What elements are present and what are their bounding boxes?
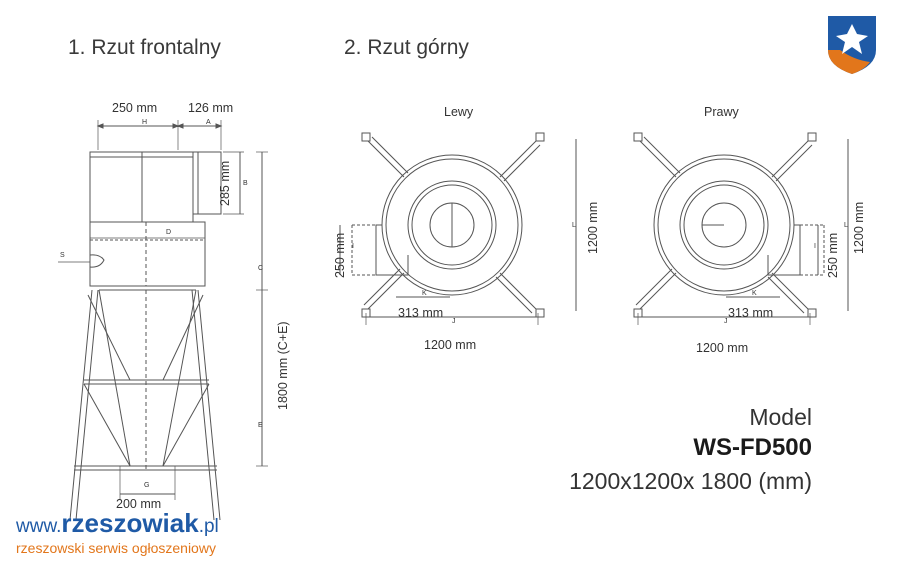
view-right-label: Prawy <box>704 105 739 119</box>
right-dim-l-letter: L <box>844 222 848 229</box>
shield-cross-logo-icon <box>828 16 876 74</box>
right-dim-j-value: 1200 mm <box>696 341 749 355</box>
left-dim-k-letter: K <box>422 290 427 297</box>
dim-d-letter: D <box>166 229 172 236</box>
top-view-heading: 2. Rzut górny <box>344 36 469 59</box>
watermark-url[interactable]: www.rzeszowiak.pl <box>16 508 219 539</box>
top-view-right-drawing <box>633 132 849 325</box>
top-view-left-drawing <box>339 132 577 325</box>
dim-a-value: 126 mm <box>188 101 234 115</box>
right-dim-i-value: 250 mm <box>826 232 840 278</box>
right-dim-j-letter: J <box>724 318 728 325</box>
front-view-heading: 1. Rzut frontalny <box>68 36 221 59</box>
right-dim-k-value: 313 mm <box>728 306 774 320</box>
left-dim-l-letter: L <box>572 222 576 229</box>
left-dim-j-value: 1200 mm <box>424 338 477 352</box>
watermark-name: rzeszowiak <box>61 508 199 538</box>
left-dim-i-letter: I <box>352 243 354 250</box>
model-name: WS-FD500 <box>693 434 812 461</box>
dim-a-letter: A <box>206 119 211 126</box>
left-dim-i-value: 250 mm <box>333 232 347 278</box>
dim-g-value: 200 mm <box>116 497 162 511</box>
dim-b-value: 285 mm <box>218 160 232 206</box>
left-dim-l-value: 1200 mm <box>586 201 600 254</box>
left-dim-j-letter: J <box>452 318 456 325</box>
watermark-suffix: .pl <box>198 516 219 537</box>
dim-g-letter: G <box>144 482 150 489</box>
dim-h-value: 250 mm <box>112 101 158 115</box>
right-dim-l-value: 1200 mm <box>852 201 866 254</box>
model-label: Model <box>749 404 812 430</box>
front-view-drawing <box>58 120 268 521</box>
model-dimensions: 1200x1200x 1800 (mm) <box>569 468 812 494</box>
dim-c-e-value: 1800 mm (C+E) <box>276 321 290 410</box>
dim-h-letter: H <box>142 119 148 126</box>
watermark-prefix: www. <box>16 516 62 537</box>
right-dim-i-letter: I <box>814 243 816 250</box>
dim-c-letter: C <box>258 265 264 272</box>
dim-s-letter: S <box>60 252 65 259</box>
right-dim-k-letter: K <box>752 290 757 297</box>
dim-b-letter: B <box>243 180 248 187</box>
left-dim-k-value: 313 mm <box>398 306 444 320</box>
view-left-label: Lewy <box>444 105 474 119</box>
dim-e-letter: E <box>258 422 263 429</box>
watermark-tagline: rzeszowski serwis ogłoszeniowy <box>16 540 216 556</box>
